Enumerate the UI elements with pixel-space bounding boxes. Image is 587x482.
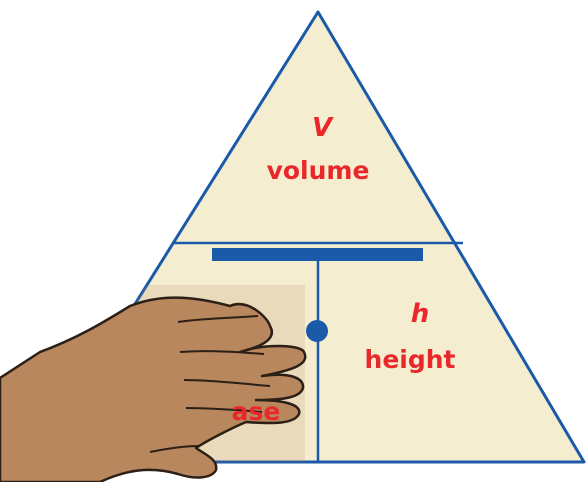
covering-hand-icon (0, 285, 307, 482)
height-symbol: h (411, 299, 430, 329)
volume-symbol: V (312, 113, 334, 143)
height-label: height (365, 345, 456, 374)
fraction-bar-icon (212, 248, 423, 261)
multiplication-dot-icon (306, 320, 328, 342)
base-label-visible-part: ase (232, 397, 281, 426)
volume-label: volume (267, 156, 370, 185)
